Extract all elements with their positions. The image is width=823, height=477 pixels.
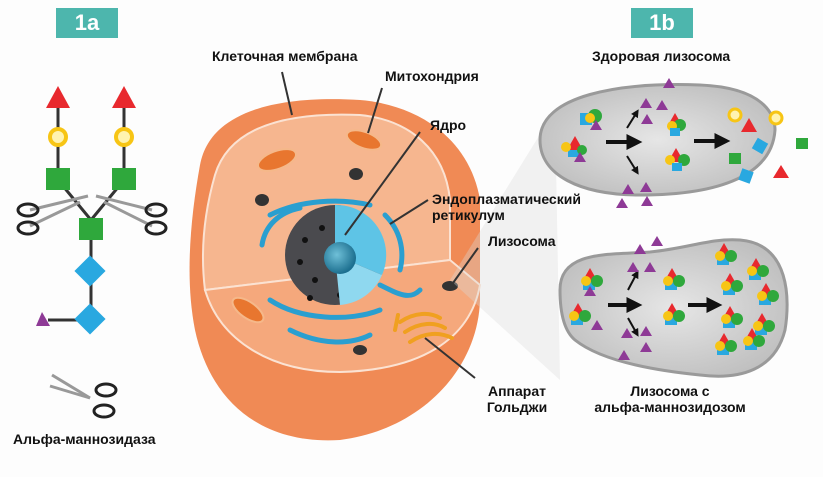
golgi-apparatus [393,311,454,344]
glycan-clump [757,283,779,305]
label-lysosome: Лизосома [488,233,556,249]
mitochondrion [345,129,383,151]
label-golgi-line1: Аппарат [487,383,546,399]
label-er-line2: ретикулум [432,207,505,223]
cell-illustration [189,99,482,441]
glycan-clump [561,136,587,157]
label-diseased-line1: Лизосома с [630,383,710,399]
leader-lines [281,71,479,379]
label-nucleus: Ядро [430,117,467,133]
glycan-clump [721,306,743,328]
lysosome-in-cell [442,281,458,291]
glycan-clump [663,303,685,325]
nucleolus [324,242,356,274]
mannose-blue-upper [74,255,106,287]
zoom-projection [450,110,560,380]
glycan-clump [715,243,737,265]
label-diseased-line2: альфа-маннозидозом [594,399,746,415]
glycan-structure [36,86,136,335]
label-mitochondria: Митохондрия [385,68,479,84]
vesicle [349,168,363,180]
label-cell-membrane: Клеточная мембрана [212,48,358,64]
label-healthy-lysosome: Здоровая лизосома [592,48,731,64]
glycan-clump [721,273,743,295]
label-er-line1: Эндоплазматический [432,191,581,207]
healthy-lysosome [538,78,808,208]
glcnac-green-center [79,218,103,240]
glycan-clump [715,333,737,355]
label-golgi-line2: Гольджи [486,399,548,415]
mitochondrion [231,296,265,324]
vesicle [255,194,269,206]
glycan-clump [743,328,765,350]
galactose-yellow-right [114,127,134,147]
mannose-blue-lower [74,303,106,335]
glycan-clump [569,303,591,325]
scissors-icon-right [95,194,168,236]
label-alpha-mannosidase: Альфа-маннозидаза [13,431,156,447]
mannose-red-triangle-left [46,86,70,108]
glcnac-green-right [112,168,136,190]
galactose-yellow-left [48,127,68,147]
panel-1a-badge: 1a [56,8,118,38]
mannose-red-triangle-right [112,86,136,108]
fucose-purple-triangle [36,312,50,326]
scissors-icon-legend [49,373,118,419]
glcnac-green-left [46,168,70,190]
glycan-clump [753,313,775,335]
glycan-clump [667,113,686,136]
panel-1b-badge: 1b [631,8,693,38]
label-diseased-lysosome: Лизосома с альфа-маннозидозом [580,383,760,415]
glycan-clump [580,109,602,125]
glycan-clump [665,148,690,171]
vesicle [353,345,367,355]
scissors-icon-left [16,194,89,236]
label-golgi: Аппарат Гольджи [482,383,552,415]
glycan-clump [747,258,769,280]
mitochondrion [256,148,298,172]
diseased-lysosome [558,236,789,378]
label-er: Эндоплазматический ретикулум [432,191,581,223]
glycan-clump [581,268,603,290]
glycan-clump [663,268,685,290]
endoplasmic-reticulum [259,198,423,345]
